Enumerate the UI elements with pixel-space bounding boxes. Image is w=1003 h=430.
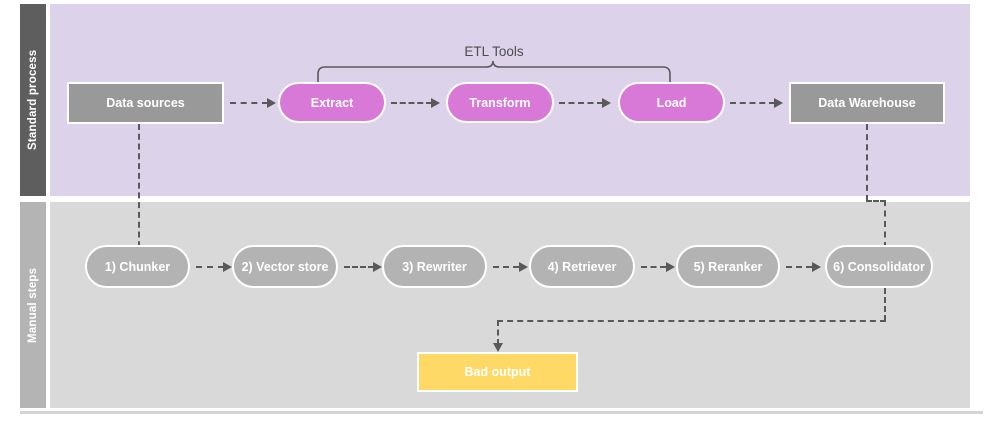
node-reranker[interactable]: 5) Reranker xyxy=(676,245,780,288)
connector-data-sources-to-extract xyxy=(230,102,268,104)
arrowhead-rewriter-in xyxy=(373,262,382,272)
connector-reranker-to-consolidator xyxy=(786,266,812,268)
connector-down-to-bad-output xyxy=(497,320,499,345)
node-extract[interactable]: Extract xyxy=(278,82,386,123)
connector-vector-store-to-rewriter xyxy=(344,266,374,268)
etl-tools-label: ETL Tools xyxy=(464,44,524,59)
node-chunker[interactable]: 1) Chunker xyxy=(85,245,190,288)
node-rewriter[interactable]: 3) Rewriter xyxy=(382,245,487,288)
band-label-manual-steps: Manual steps xyxy=(20,202,46,408)
connector-consolidator-down xyxy=(884,288,886,321)
node-transform[interactable]: Transform xyxy=(446,82,554,123)
node-bad-output[interactable]: Bad output xyxy=(417,352,578,392)
arrowhead-retriever-in xyxy=(519,262,528,272)
band-label-standard-process: Standard process xyxy=(20,4,46,196)
arrowhead-reranker-in xyxy=(666,262,675,272)
arrowhead-extract-in xyxy=(267,98,276,108)
node-data-sources[interactable]: Data sources xyxy=(67,82,224,124)
node-data-warehouse[interactable]: Data Warehouse xyxy=(789,82,945,124)
connector-load-to-data-warehouse xyxy=(730,102,775,104)
node-consolidator[interactable]: 6) Consolidator xyxy=(825,245,933,288)
arrowhead-transform-in xyxy=(431,98,440,108)
connector-transform-to-load xyxy=(559,102,603,104)
node-retriever[interactable]: 4) Retriever xyxy=(529,245,635,288)
etl-tools-bracket-icon xyxy=(317,60,671,85)
connector-rewriter-to-retriever xyxy=(493,266,519,268)
arrowhead-data-warehouse-in xyxy=(774,98,783,108)
node-load[interactable]: Load xyxy=(618,82,725,123)
arrowhead-consolidator-in xyxy=(812,262,821,272)
connector-extract-to-transform xyxy=(391,102,432,104)
arrowhead-load-in xyxy=(602,98,611,108)
connector-data-sources-to-chunker xyxy=(138,124,140,257)
connector-chunker-to-vector-store xyxy=(196,266,224,268)
connector-data-warehouse-jog xyxy=(866,200,886,202)
connector-to-consolidator xyxy=(884,200,886,248)
footer-divider xyxy=(20,411,983,414)
arrowhead-vector-store-in xyxy=(223,262,232,272)
arrowhead-bad-output-in xyxy=(493,343,503,352)
connector-retriever-to-reranker xyxy=(641,266,666,268)
node-vector-store[interactable]: 2) Vector store xyxy=(232,245,338,288)
connector-consolidator-to-bad-output xyxy=(497,320,886,322)
connector-data-warehouse-down xyxy=(866,124,868,201)
